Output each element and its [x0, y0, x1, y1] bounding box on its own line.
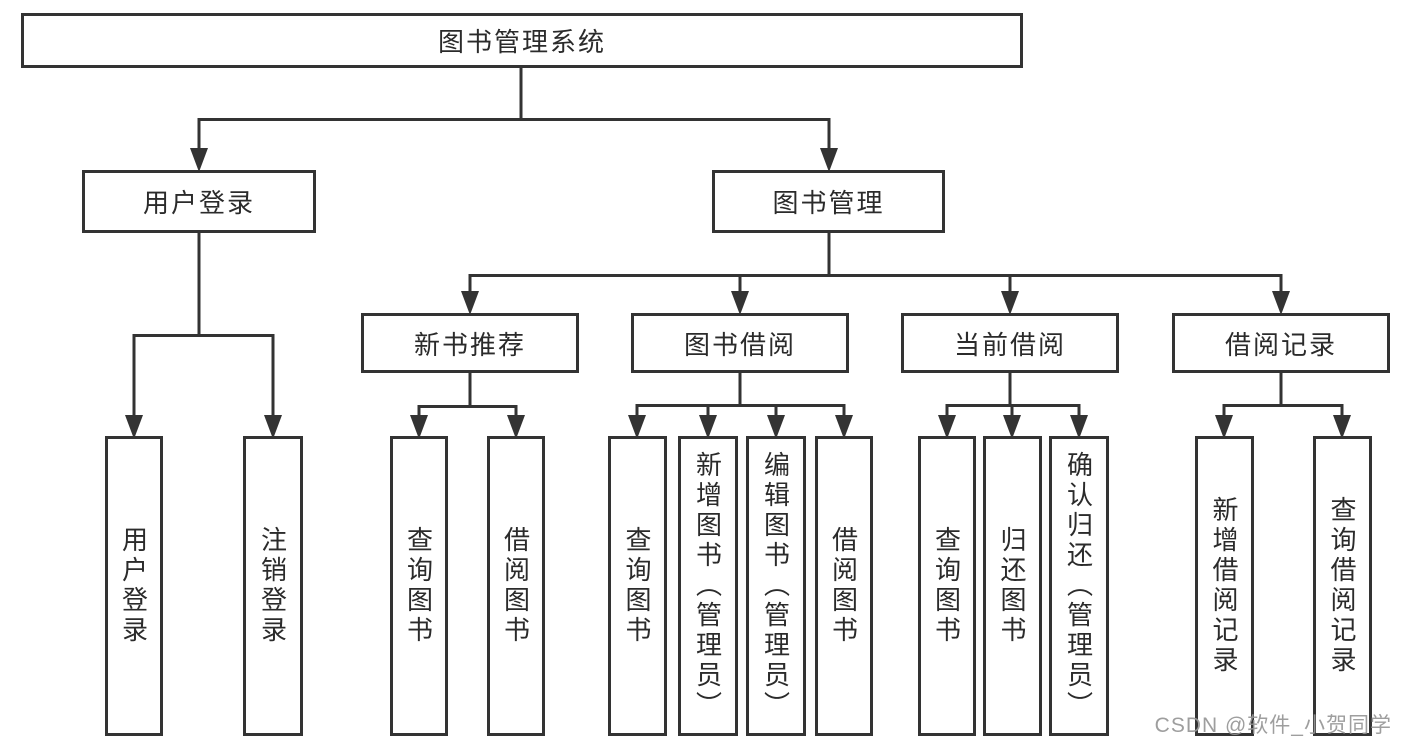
leaf-edit-book-admin: 编辑图书（管理员）: [746, 436, 806, 736]
leaf-add-borrow-record: 新增借阅记录: [1195, 436, 1254, 736]
node-user-login: 用户登录: [82, 170, 316, 233]
node-new-book-recommend: 新书推荐: [361, 313, 579, 373]
csdn-watermark: CSDN @软件_小贺同学: [1154, 714, 1392, 737]
leaf-query-books-recommend: 查询图书: [390, 436, 448, 736]
node-book-borrow: 图书借阅: [631, 313, 849, 373]
leaf-query-books-current: 查询图书: [918, 436, 976, 736]
leaf-return-books: 归还图书: [983, 436, 1042, 736]
node-book-management: 图书管理: [712, 170, 945, 233]
leaf-query-borrow-record: 查询借阅记录: [1313, 436, 1372, 736]
node-library-system: 图书管理系统: [21, 13, 1023, 68]
leaf-confirm-return-admin: 确认归还（管理员）: [1049, 436, 1109, 736]
node-current-borrow: 当前借阅: [901, 313, 1119, 373]
leaf-logout: 注销登录: [243, 436, 303, 736]
leaf-borrow-books: 借阅图书: [815, 436, 873, 736]
leaf-query-books-borrow: 查询图书: [608, 436, 667, 736]
leaf-add-book-admin: 新增图书（管理员）: [678, 436, 738, 736]
node-borrow-records: 借阅记录: [1172, 313, 1390, 373]
leaf-user-login: 用户登录: [105, 436, 163, 736]
leaf-borrow-books-recommend: 借阅图书: [487, 436, 545, 736]
